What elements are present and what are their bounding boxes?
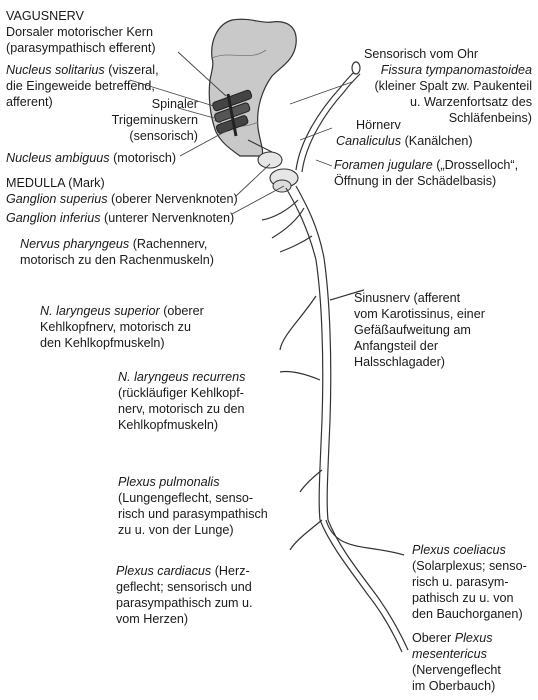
label-nucleus-solitarius: Nucleus solitarius (viszeral, die Eingew… [6, 62, 159, 110]
plexus-pulmonalis-desc: (Lungengeflecht, senso- risch und parasy… [118, 491, 268, 537]
nervus-pharyngeus-desc: (Rachennerv, motorisch zu den Rachenmusk… [20, 237, 214, 267]
plexus-mesentericus-pre: Oberer [412, 631, 455, 645]
fissura-term: Fissura tympanomastoidea [380, 63, 532, 77]
ganglia [247, 139, 299, 193]
ganglion-superius-desc: (oberer Nervenknoten) [107, 192, 238, 206]
label-laryngeus-recurrens: N. laryngeus recurrens (rückläufiger Keh… [118, 369, 245, 433]
label-plexus-cardiacus: Plexus cardiacus (Herz- geflecht; sensor… [116, 563, 253, 627]
medulla-brainstem [208, 18, 297, 157]
label-plexus-coeliacus: Plexus coeliacus (Solarplexus; senso- ri… [412, 542, 527, 622]
label-nucleus-ambiguus: Nucleus ambiguus (motorisch) [6, 150, 176, 166]
label-fissura: Fissura tympanomastoidea (kleiner Spalt … [362, 62, 532, 126]
nervus-pharyngeus-term: Nervus pharyngeus [20, 237, 130, 251]
label-vagusnerv: Dorsaler motorischer Kern (parasympathis… [6, 25, 156, 55]
label-ganglion-inferius: Ganglion inferius (unterer Nervenknoten) [6, 210, 234, 226]
label-nervus-pharyngeus: Nervus pharyngeus (Rachennerv, motorisch… [20, 236, 214, 268]
label-plexus-mesentericus: Oberer Plexus mesentericus (Nervengeflec… [412, 630, 501, 694]
plexus-coeliacus-desc: (Solarplexus; senso- risch u. parasym- p… [412, 559, 527, 621]
label-sinusnerv: Sinusnerv (afferent vom Karotissinus, ei… [354, 291, 485, 369]
plexus-pulmonalis-term: Plexus pulmonalis [118, 475, 220, 489]
label-ganglion-superius: Ganglion superius (oberer Nervenknoten) [6, 191, 238, 207]
foramen-jugulare-desc: („Drosselloch“, Öffnung in der Schädelba… [334, 158, 519, 188]
nucleus-ambiguus-desc: (motorisch) [109, 151, 177, 165]
nucleus-ambiguus-term: Nucleus ambiguus [6, 151, 110, 165]
ganglion-inferius-term: Ganglion inferius [6, 211, 101, 225]
ganglion-superius-term: Ganglion superius [6, 192, 108, 206]
plexus-mesentericus-term: Plexus mesentericus [412, 631, 493, 661]
nucleus-solitarius-desc: (viszeral, die Eingeweide betreffend, af… [6, 63, 159, 109]
laryngeus-recurrens-desc: (rückläufiger Kehlkopf- nerv, motorisch … [118, 386, 245, 432]
nucleus-solitarius-term: Nucleus solitarius [6, 63, 105, 77]
plexus-cardiacus-term: Plexus cardiacus [116, 564, 212, 578]
label-vagusnerv-title: VAGUSNERV [6, 9, 84, 23]
laryngeus-superior-term: N. laryngeus superior [40, 304, 160, 318]
nerve-branches [261, 199, 365, 551]
laryngeus-superior-desc: (oberer Kehlkopfnerv, motorisch zu den K… [40, 304, 204, 350]
canaliculus-desc: (Kanälchen) [401, 134, 473, 148]
plexus-coeliacus-term: Plexus coeliacus [412, 543, 506, 557]
ganglion-inferius-desc: (unterer Nervenknoten) [100, 211, 235, 225]
foramen-jugulare-term: Foramen jugulare [334, 158, 433, 172]
plexus-cardiacus-desc: (Herz- geflecht; sensorisch und parasymp… [116, 564, 253, 626]
nuclei [212, 89, 253, 137]
fissura-desc: (kleiner Spalt zw. Paukenteil u. Warzenf… [374, 79, 532, 125]
laryngeus-recurrens-term: N. laryngeus recurrens [118, 370, 246, 384]
plexus-mesentericus-desc: (Nervengeflecht im Oberbauch) [412, 663, 501, 693]
leader-lines [129, 51, 353, 215]
label-foramen-jugulare: Foramen jugulare („Drosselloch“, Öffnung… [334, 157, 518, 189]
label-plexus-pulmonalis: Plexus pulmonalis (Lungengeflecht, senso… [118, 474, 268, 538]
vagus-trunk [285, 61, 409, 653]
label-canaliculus: Canaliculus (Kanälchen) [336, 133, 473, 149]
label-hoernerv: Hörnerv [356, 118, 401, 132]
label-spinaler-kern: Spinaler Trigeminuskern (sensorisch) [111, 97, 198, 143]
label-laryngeus-superior: N. laryngeus superior (oberer Kehlkopfne… [40, 303, 204, 351]
label-medulla: MEDULLA (Mark) [6, 176, 105, 190]
canaliculus-term: Canaliculus [336, 134, 402, 148]
label-sensorisch-ohr: Sensorisch vom Ohr [364, 47, 479, 61]
